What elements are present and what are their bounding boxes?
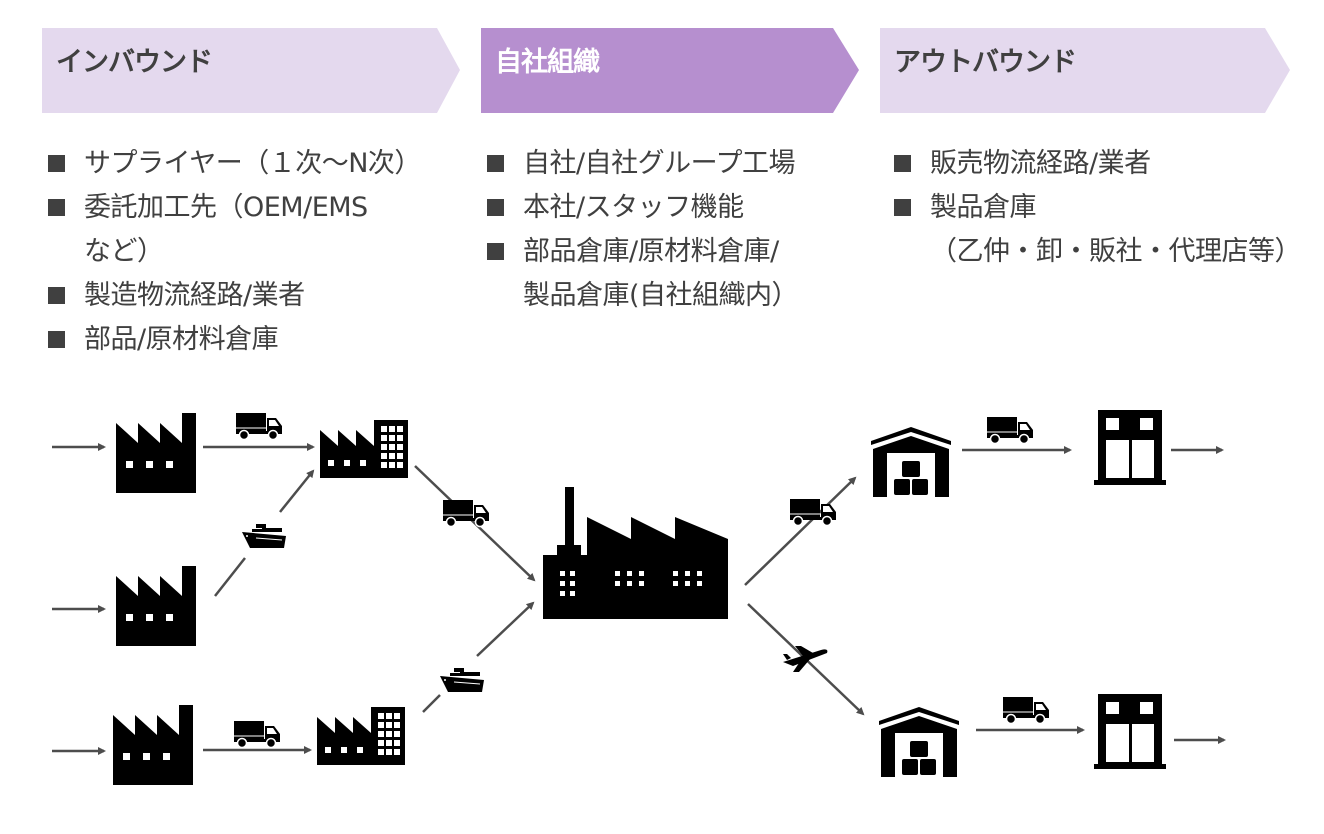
list-item-text: 本社/スタッフ機能 xyxy=(523,192,744,223)
truck-icon xyxy=(233,720,281,749)
outbound-list: 販売物流経路/業者製品倉庫 （乙仲・卸・販社・代理店等） xyxy=(890,142,1302,274)
inbound-title: インバウンド xyxy=(56,47,213,78)
inbound-list: サプライヤー（１次〜N次） 委託加工先（OEM/EMS など） 製造物流経路/業者部品… xyxy=(44,142,421,362)
list-item: 部品/原材料倉庫 xyxy=(44,318,421,362)
outbound-chevron-shape xyxy=(880,28,1290,113)
list-item: 製品倉庫 xyxy=(890,186,1301,230)
list-item-text: など） xyxy=(84,236,164,267)
own-organization-chevron-shape xyxy=(481,28,859,113)
square-bullet-icon xyxy=(487,243,504,260)
truck-icon xyxy=(235,412,283,441)
arrow-supplier2-ship xyxy=(214,557,246,597)
square-bullet-icon xyxy=(894,199,911,216)
arrow-ship-contractor1 xyxy=(279,469,315,513)
truck-icon xyxy=(1002,696,1050,725)
list-item-text: 製品倉庫(自社組織内） xyxy=(523,280,799,311)
square-bullet-icon xyxy=(48,199,65,216)
store-building-icon xyxy=(1094,694,1166,769)
outbound-title: アウトバウンド xyxy=(894,47,1077,78)
ship-icon xyxy=(241,523,287,549)
list-item-continuation: など） xyxy=(44,230,421,274)
inbound-chevron-shape xyxy=(42,28,460,113)
own-factory-icon xyxy=(543,487,728,619)
supplier-factory-icon xyxy=(113,705,193,785)
contractor-factory-icon xyxy=(320,420,408,478)
own-organization-list: 自社/自社グループ工場本社/スタッフ機能部品倉庫/原材料倉庫/製品倉庫(自社組織… xyxy=(483,142,799,318)
list-item: 本社/スタッフ機能 xyxy=(483,186,798,230)
square-bullet-icon xyxy=(487,199,504,216)
supplier-factory-icon xyxy=(116,413,196,493)
store-building-icon xyxy=(1094,410,1166,485)
square-bullet-icon xyxy=(48,331,65,348)
list-item: 販売物流経路/業者 xyxy=(890,142,1301,186)
list-item-text: 製品倉庫 xyxy=(930,192,1037,223)
square-bullet-icon xyxy=(48,287,65,304)
own-organization-header: 自社組織 xyxy=(481,28,859,113)
square-bullet-icon xyxy=(894,155,911,172)
list-item-text: （乙仲・卸・販社・代理店等） xyxy=(930,236,1302,267)
list-item-text: 部品/原材料倉庫 xyxy=(84,324,279,355)
list-item-text: 部品倉庫/原材料倉庫/ xyxy=(523,236,779,267)
square-bullet-icon xyxy=(48,155,65,172)
list-item-text: 委託加工先（OEM/EMS xyxy=(84,192,368,223)
arrow-ship-own-factory xyxy=(476,601,535,657)
inbound-header: インバウンド xyxy=(42,28,460,113)
list-item-text: 製造物流経路/業者 xyxy=(84,280,305,311)
list-item-continuation: （乙仲・卸・販社・代理店等） xyxy=(890,230,1302,274)
list-item-text: 自社/自社グループ工場 xyxy=(523,148,795,179)
warehouse-icon xyxy=(871,427,951,497)
supplier-factory-icon xyxy=(116,566,196,646)
arrow-own-factory-warehouse1 xyxy=(744,476,857,586)
truck-icon xyxy=(442,499,490,528)
ship-icon xyxy=(439,667,485,693)
list-item: 製造物流経路/業者 xyxy=(44,274,421,318)
list-item: 自社/自社グループ工場 xyxy=(483,142,798,186)
list-item: 部品倉庫/原材料倉庫/ xyxy=(483,230,798,274)
list-item: 委託加工先（OEM/EMS xyxy=(44,186,421,230)
own-organization-title: 自社組織 xyxy=(495,47,600,78)
list-item-continuation: 製品倉庫(自社組織内） xyxy=(483,274,799,318)
list-item-text: 販売物流経路/業者 xyxy=(930,148,1151,179)
list-item-text: サプライヤー（１次〜N次） xyxy=(84,148,421,179)
warehouse-icon xyxy=(879,707,959,777)
list-item: サプライヤー（１次〜N次） xyxy=(44,142,421,186)
arrow-contractor2-ship xyxy=(422,694,441,713)
truck-icon xyxy=(986,416,1034,445)
outbound-header: アウトバウンド xyxy=(880,28,1290,113)
supply-chain-flow-diagram xyxy=(52,410,1226,785)
contractor-factory-icon xyxy=(317,707,405,765)
square-bullet-icon xyxy=(487,155,504,172)
airplane-icon xyxy=(783,646,828,672)
arrow-contractor1-own-factory xyxy=(414,465,536,582)
